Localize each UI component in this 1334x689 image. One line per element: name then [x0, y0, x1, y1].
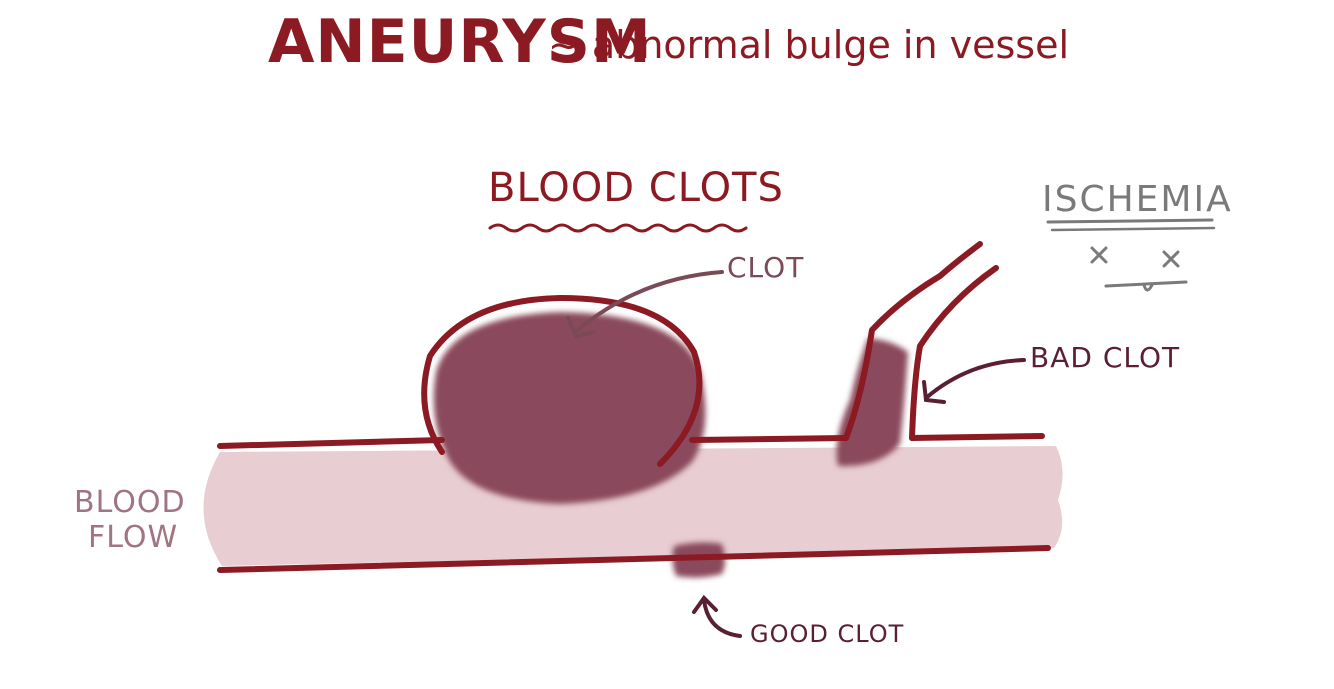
ischemia-label: ISCHEMIA — [1042, 179, 1233, 220]
clot-arrow — [566, 270, 724, 339]
ischemia-underline-1 — [1046, 218, 1214, 224]
blood-flow-line1: BLOOD — [74, 485, 186, 520]
good-clot-arrow — [692, 594, 742, 638]
vessel-walls — [217, 241, 1051, 573]
heading-underline — [488, 223, 748, 233]
blood-clots-heading: BLOOD CLOTS — [488, 165, 784, 211]
good-clot-label: GOOD CLOT — [750, 620, 905, 648]
clot-label: CLOT — [727, 251, 805, 284]
page-title: ANEURYSM — [268, 7, 652, 77]
blood-flow-label: BLOOD FLOW — [74, 485, 186, 555]
page-subtitle: ~ abnormal bulge in vessel — [548, 23, 1070, 67]
blood-flow-line2: FLOW — [88, 519, 179, 555]
sad-face-icon — [1090, 246, 1188, 292]
bad-clot — [836, 338, 908, 467]
aneurysm-clot — [433, 312, 706, 504]
bad-clot-label: BAD CLOT — [1030, 341, 1181, 374]
blood-stream — [203, 446, 1063, 566]
bad-clot-arrow — [922, 358, 1026, 404]
ischemia-underline-2 — [1050, 226, 1216, 232]
